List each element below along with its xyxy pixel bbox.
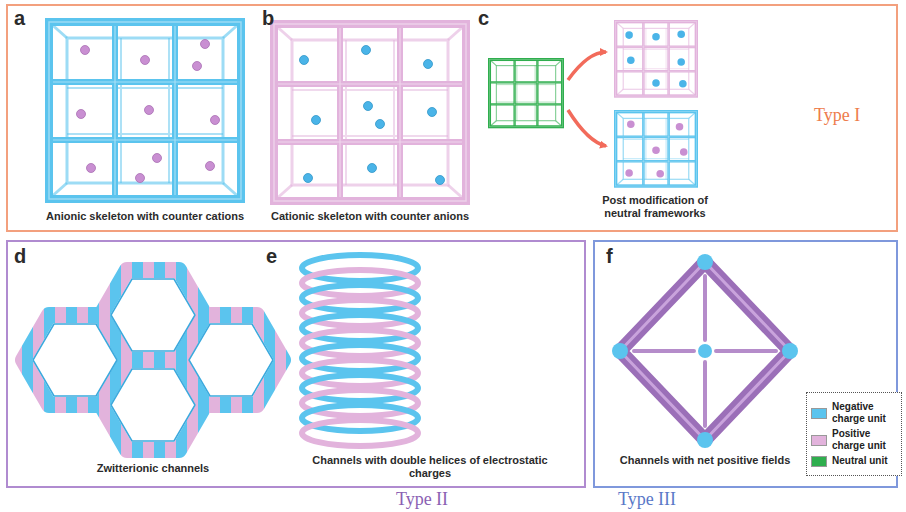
anionic-cage bbox=[49, 22, 241, 199]
panel-letter: a bbox=[14, 8, 25, 28]
type-panel: Type II bbox=[6, 240, 586, 488]
legend-text: Positive charge unit bbox=[832, 428, 897, 452]
center-charge bbox=[698, 344, 712, 358]
legend-text: Neutral unit bbox=[832, 455, 888, 467]
hex-inner-edge bbox=[33, 324, 117, 396]
cation-dot bbox=[680, 148, 688, 156]
legend-swatch bbox=[811, 456, 827, 467]
charge-cap bbox=[697, 432, 713, 448]
cation-dot bbox=[652, 147, 660, 155]
panel-letter: f bbox=[606, 246, 613, 266]
cation-dot bbox=[145, 106, 154, 115]
anion-dot bbox=[625, 31, 633, 39]
anion-dot bbox=[312, 116, 321, 125]
cation-dot bbox=[625, 169, 633, 177]
charge-cap bbox=[612, 343, 628, 359]
counter-cations bbox=[77, 40, 220, 183]
hex-inner-edge bbox=[111, 369, 195, 441]
hex-inner-edge bbox=[111, 279, 195, 351]
panel-caption: Channels with net positive fields bbox=[610, 454, 800, 467]
cation-dot bbox=[193, 62, 202, 71]
anion-dot bbox=[627, 57, 635, 65]
panel-caption: Anionic skeleton with counter cations bbox=[30, 210, 260, 223]
cationic-cage-small bbox=[616, 22, 697, 96]
cation-dot bbox=[77, 110, 86, 119]
cation-dot bbox=[87, 164, 96, 173]
modification-arrow bbox=[568, 52, 606, 80]
neutral-cage bbox=[490, 60, 563, 127]
panel-caption: Channels with double helices of electros… bbox=[290, 454, 570, 480]
legend-swatch bbox=[811, 408, 827, 419]
bar-highlight bbox=[620, 262, 790, 440]
legend-row: Negative charge unit bbox=[811, 401, 897, 425]
legend-row: Neutral unit bbox=[811, 455, 897, 467]
panel-caption: Post modification of neutral frameworks bbox=[585, 194, 725, 220]
cation-dot bbox=[211, 116, 220, 125]
cation-dot bbox=[153, 154, 162, 163]
legend-text: Negative charge unit bbox=[832, 401, 897, 425]
counter-anions-small bbox=[625, 31, 686, 88]
anion-dot bbox=[300, 56, 309, 65]
panel-letter: b bbox=[262, 8, 274, 28]
panel-letter: d bbox=[14, 246, 26, 266]
cation-dot bbox=[206, 162, 215, 171]
helix-turn bbox=[302, 420, 418, 446]
cation-dot bbox=[676, 123, 684, 131]
cation-dot bbox=[656, 170, 664, 178]
counter-cations-small bbox=[625, 121, 687, 178]
anion-dot bbox=[424, 60, 433, 69]
anionic-cage-small bbox=[616, 112, 697, 186]
cation-dot bbox=[201, 40, 210, 49]
legend-swatch bbox=[811, 435, 827, 446]
panel-caption: Cationic skeleton with counter anions bbox=[255, 210, 485, 223]
cation-dot bbox=[136, 174, 145, 183]
anion-dot bbox=[652, 33, 660, 41]
anion-dot bbox=[368, 164, 377, 173]
inner-spoke bbox=[634, 276, 776, 426]
type-panel: Type I bbox=[6, 4, 898, 232]
panel-letter: e bbox=[266, 246, 277, 266]
hex-inner-edge bbox=[189, 324, 273, 396]
hex-channel bbox=[101, 360, 205, 450]
counter-anions bbox=[300, 46, 445, 185]
charge-cap bbox=[697, 254, 713, 270]
charged-bar bbox=[620, 262, 790, 440]
anion-dot bbox=[652, 79, 660, 87]
hex-outlines bbox=[33, 279, 273, 441]
anion-dot bbox=[679, 80, 687, 88]
panel-caption: Zwitterionic channels bbox=[53, 462, 253, 475]
legend-box: Negative charge unitPositive charge unit… bbox=[806, 392, 902, 476]
panel-letter: c bbox=[478, 8, 489, 28]
type-heading: Type I bbox=[814, 106, 860, 124]
anion-dot bbox=[304, 174, 313, 183]
type-heading: Type III bbox=[587, 490, 707, 508]
type-heading: Type II bbox=[362, 490, 482, 508]
charge-cap bbox=[782, 343, 798, 359]
zwitterionic-hexagons bbox=[23, 270, 283, 450]
cation-dot bbox=[627, 121, 635, 129]
positive-field-channel bbox=[612, 254, 798, 448]
anion-dot bbox=[436, 176, 445, 185]
anion-dot bbox=[428, 108, 437, 117]
double-helix bbox=[302, 255, 418, 446]
cationic-cage bbox=[274, 24, 466, 201]
anion-dot bbox=[677, 58, 685, 66]
modification-arrow bbox=[568, 110, 606, 146]
anion-dot bbox=[364, 102, 373, 111]
anion-dot bbox=[677, 31, 685, 39]
anion-dot bbox=[362, 46, 371, 55]
anion-dot bbox=[376, 120, 385, 129]
legend-row: Positive charge unit bbox=[811, 428, 897, 452]
cation-dot bbox=[81, 46, 90, 55]
cation-dot bbox=[141, 56, 150, 65]
